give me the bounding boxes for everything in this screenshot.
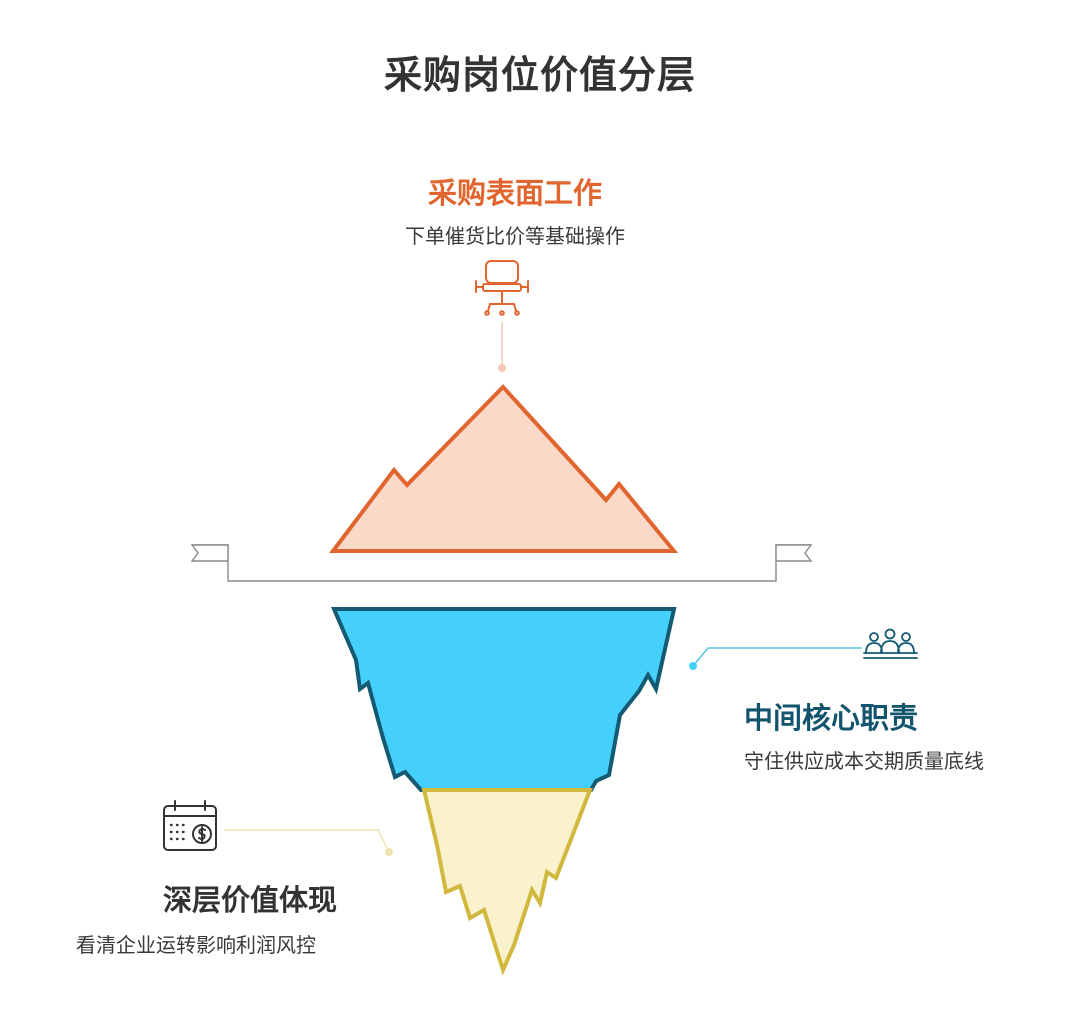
top-layer-desc: 下单催货比价等基础操作 [405,224,625,248]
iceberg-bottom-shape [421,788,593,976]
middle-layer-title: 中间核心职责 [744,701,919,735]
iceberg-tip-shape [328,384,679,553]
calendar-dollar-icon [163,800,217,851]
iceberg-middle-shape [330,607,677,792]
meeting-people-icon [863,628,918,659]
diagram-title: 采购岗位价值分层 [383,53,696,97]
left-flag [190,544,229,562]
middle-layer-desc: 守住供应成本交期质量底线 [744,749,984,773]
bottom-layer-desc: 看清企业运转影响利润风控 [76,933,316,957]
middle-connector [689,647,862,670]
bottom-connector [224,829,393,856]
water-line [190,544,813,582]
top-layer-title: 采购表面工作 [427,176,602,210]
top-connector [498,322,506,372]
office-chair-icon [475,260,529,316]
right-flag [775,544,813,562]
bottom-layer-title: 深层价值体现 [162,883,337,917]
